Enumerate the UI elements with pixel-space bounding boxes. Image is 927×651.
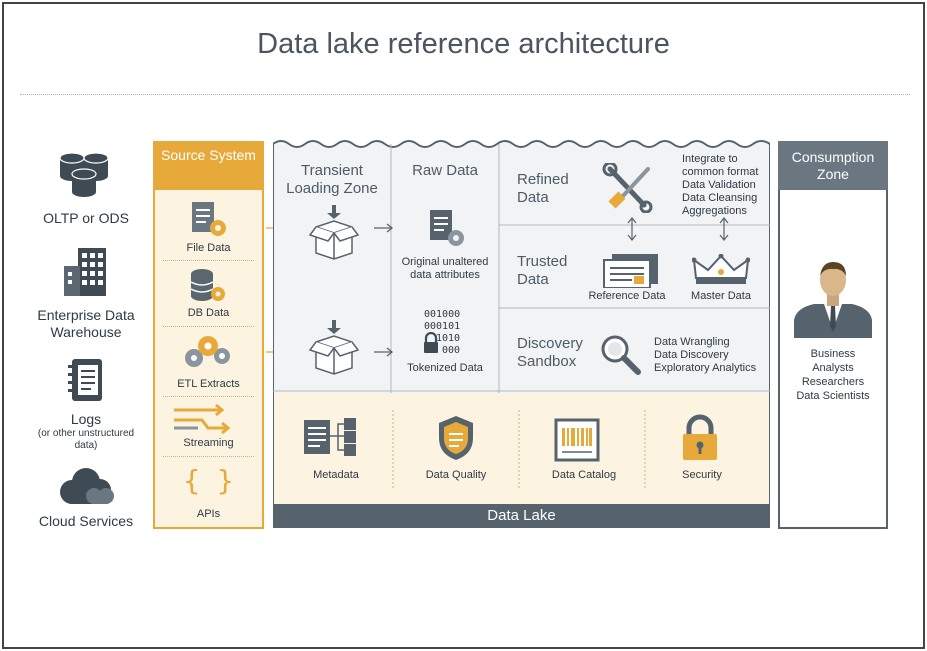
file-gear-icon [430, 210, 464, 246]
streaming-arrows-icon [174, 404, 231, 435]
data-lake-label: Data Lake [273, 504, 770, 528]
source-divider [163, 456, 254, 457]
data-catalog-label: Data Catalog [551, 469, 617, 481]
consumer-role: Researchers [801, 376, 865, 388]
source-logs-sublabel: (or other unstructured data) [37, 428, 135, 451]
binary-line: 1010 [436, 333, 461, 344]
raw-desc-1: Original unaltered [401, 256, 489, 268]
refined-trusted-arrows [627, 217, 729, 241]
notebook-icon [68, 359, 102, 401]
refined-note: common format [682, 166, 759, 178]
data-quality-label: Data Quality [425, 469, 487, 481]
source-divider [163, 326, 254, 327]
catalog-barcode-icon [554, 418, 600, 462]
building-icon [64, 248, 106, 296]
discovery-note: Exploratory Analytics [654, 362, 757, 374]
transient-title-1: Transient [301, 162, 363, 179]
metadata-label: Metadata [313, 469, 359, 481]
title-divider [20, 94, 910, 95]
source-item-db-data: DB Data [187, 307, 230, 319]
discovery-title-2: Sandbox [517, 353, 577, 370]
tokenized-data-label: Tokenized Data [407, 362, 483, 374]
source-oltp-label: OLTP or ODS [43, 210, 129, 226]
database-icon [59, 152, 109, 197]
data-lake-container [273, 140, 770, 528]
business-person-icon [794, 262, 872, 338]
refined-note: Data Validation [682, 179, 756, 191]
magnifier-icon [601, 335, 641, 375]
tools-icon [602, 163, 653, 213]
source-item-etl-extracts: ETL Extracts [177, 378, 240, 390]
consumption-header: Consumption Zone [778, 141, 888, 190]
master-data-label: Master Data [691, 290, 751, 302]
transient-to-raw-arrows [374, 223, 394, 357]
file-gear-icon [192, 202, 226, 236]
consumer-role: Business [810, 348, 856, 360]
cloud-icon [60, 468, 114, 504]
consumption-title-1: Consumption [791, 149, 875, 165]
discovery-notes: Data Wrangling Data Discovery Explorator… [654, 336, 756, 375]
padlock-icon [683, 414, 717, 460]
source-item-file-data: File Data [186, 242, 231, 254]
consumer-role: Analysts [812, 362, 854, 374]
shield-icon [439, 416, 473, 460]
crown-icon [692, 254, 750, 284]
discovery-note: Data Discovery [654, 349, 729, 361]
security-label: Security [682, 469, 722, 481]
binary-line: 001000 [424, 309, 461, 320]
trusted-title-1: Trusted [517, 253, 568, 270]
binary-data: 001000 000101 1010 000 [424, 309, 460, 357]
reference-document-icon [603, 254, 658, 288]
raw-desc-2: data attributes [410, 269, 480, 281]
consumption-users: Business Analysts Researchers Data Scien… [778, 347, 888, 403]
source-logs-label: Logs [70, 411, 102, 427]
trusted-title-2: Data [517, 271, 549, 288]
lock-icon [424, 332, 438, 353]
gears-icon [185, 336, 230, 367]
source-system-header: Source System [153, 141, 264, 190]
braces-icon: { } [183, 464, 234, 497]
page-title: Data lake reference architecture [257, 28, 670, 60]
source-edw-label: Enterprise Data Warehouse [37, 307, 135, 340]
refined-notes: Integrate to common format Data Validati… [682, 153, 758, 218]
reference-data-label: Reference Data [588, 290, 666, 302]
source-cloud-label: Cloud Services [38, 513, 134, 529]
consumer-role: Data Scientists [796, 390, 870, 402]
consumption-title-2: Zone [817, 166, 849, 182]
refined-note: Data Cleansing [682, 192, 758, 204]
transient-title-2: Loading Zone [286, 180, 378, 197]
source-divider [163, 396, 254, 397]
discovery-title-1: Discovery [517, 335, 583, 352]
raw-data-title: Raw Data [412, 162, 478, 179]
refined-title-1: Refined [517, 171, 569, 188]
binary-line: 000101 [424, 321, 461, 332]
box-icon [308, 205, 360, 260]
discovery-note: Data Wrangling [654, 336, 730, 348]
refined-note: Aggregations [682, 205, 747, 217]
metadata-icon [304, 418, 356, 456]
box-icon [308, 320, 360, 375]
source-item-apis: APIs [196, 508, 221, 520]
source-item-streaming: Streaming [183, 437, 234, 449]
refined-note: Integrate to [682, 153, 738, 165]
source-divider [163, 260, 254, 261]
refined-title-2: Data [517, 189, 549, 206]
db-gear-icon [190, 269, 225, 301]
binary-line: 000 [442, 345, 461, 356]
